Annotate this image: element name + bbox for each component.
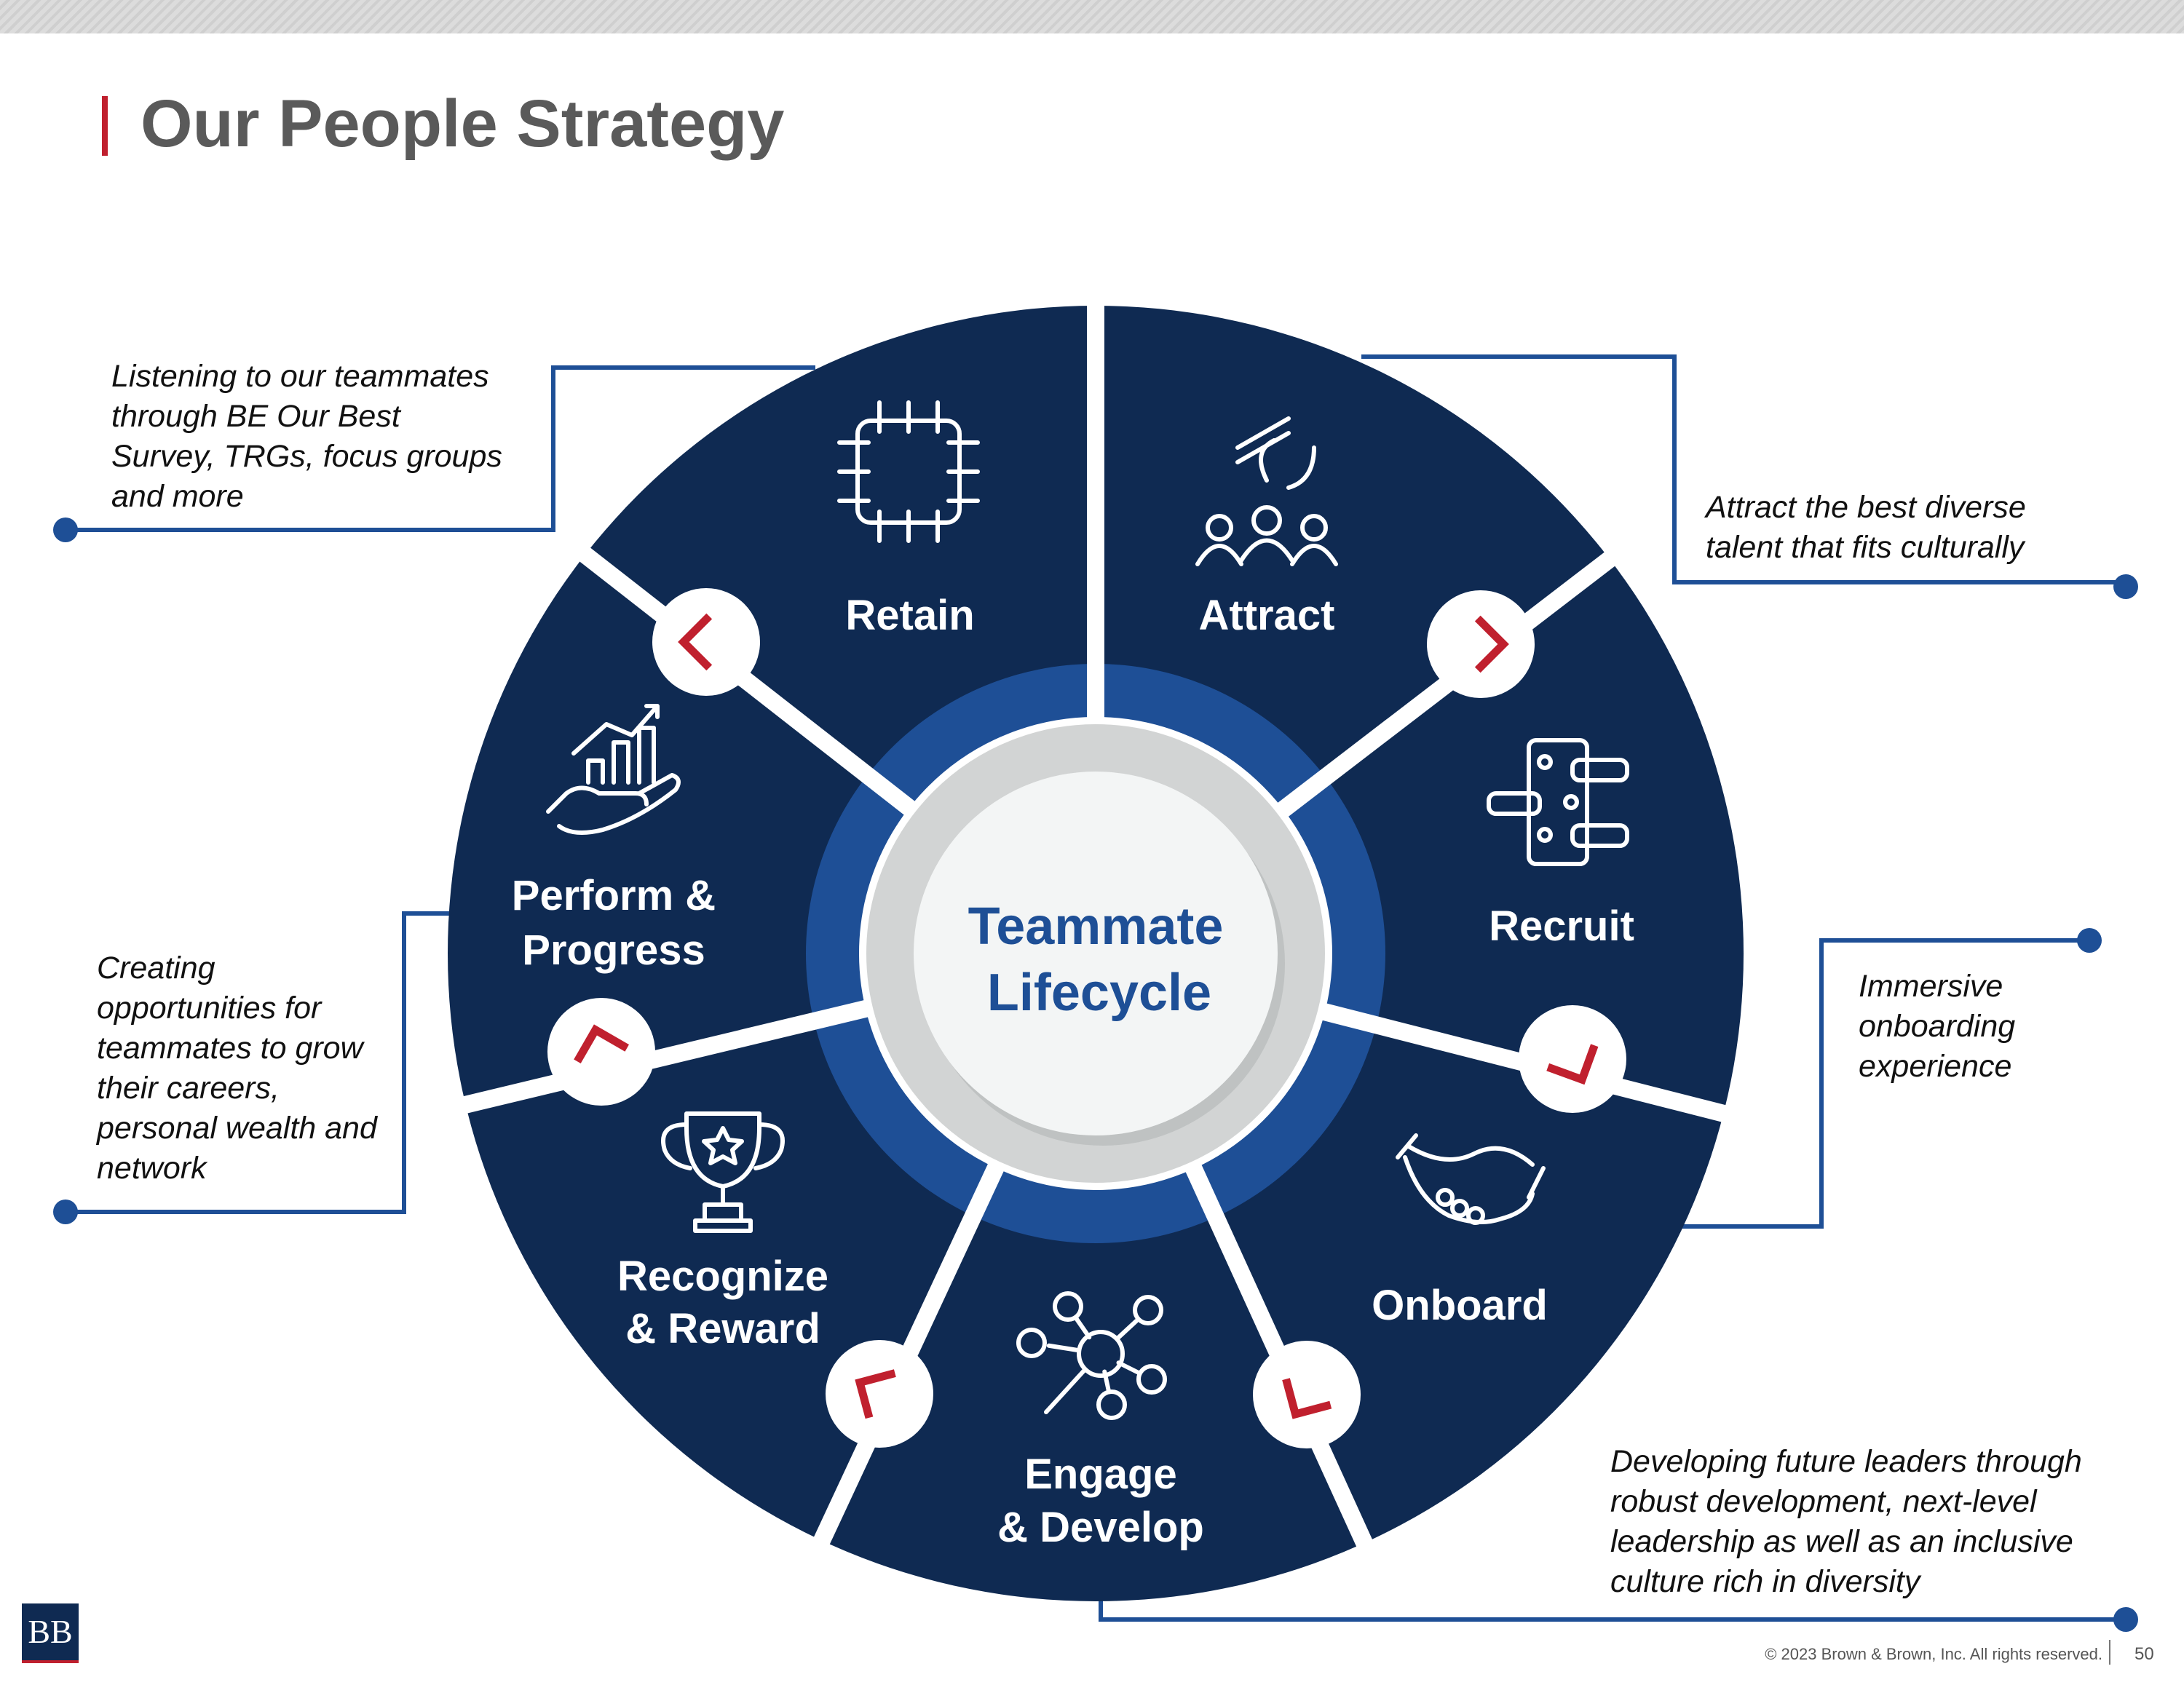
callout-develop-line: leadership as well as an inclusive — [1610, 1524, 2073, 1559]
connector-dot-develop — [2113, 1607, 2138, 1632]
logo-underline — [22, 1660, 79, 1663]
callout-connectors — [53, 354, 2138, 1632]
chevron-marker — [1253, 1341, 1361, 1448]
chevron-mark — [678, 613, 713, 671]
center-disc — [914, 772, 1278, 1135]
callout-develop-line: culture rich in diversity — [1610, 1564, 1920, 1599]
callout-retain-line: and more — [111, 479, 244, 514]
people-magnet-icon — [1195, 416, 1338, 566]
interview-chat-icon — [1487, 738, 1629, 866]
chevron-mark — [574, 1024, 629, 1063]
connector-line-attract — [1361, 354, 2126, 584]
callout-perform-line: their careers, — [97, 1071, 280, 1106]
segment-label: Onboard — [1372, 1282, 1548, 1329]
chevron-circle — [1519, 1005, 1626, 1113]
callout-attract-line: talent that fits culturally — [1706, 530, 2025, 565]
chevron-circle — [1427, 590, 1535, 698]
callout-perform-line: opportunities for — [97, 991, 322, 1026]
chevron-marker — [826, 1340, 933, 1448]
callout-perform-line: network — [97, 1151, 207, 1186]
chevron-marker — [547, 998, 655, 1106]
callout-develop-line: robust development, next-level — [1610, 1484, 2037, 1519]
top-decorative-band — [0, 0, 2184, 33]
callout-retain-line: Listening to our teammates — [111, 359, 489, 394]
callout-perform-line: Creating — [97, 951, 215, 986]
hands-together-icon — [837, 400, 980, 543]
callout-retain-line: Survey, TRGs, focus groups — [111, 439, 502, 474]
chevron-circle — [826, 1340, 933, 1448]
chevron-mark — [1474, 615, 1509, 673]
chevron-circle — [1253, 1341, 1361, 1448]
callout-retain-line: through BE Our Best — [111, 399, 400, 434]
segment-label: Engage — [1024, 1451, 1177, 1498]
callout-perform-line: teammates to grow — [97, 1031, 363, 1066]
callout-onboard: Immersive onboarding experience — [1859, 967, 2015, 1087]
connector-line-perform — [66, 911, 451, 1214]
callout-perform: Creating opportunities for teammates to … — [97, 948, 377, 1189]
connector-dot-retain — [53, 518, 78, 542]
chevron-circle — [547, 998, 655, 1106]
handshake-icon — [1396, 1133, 1546, 1225]
callout-onboard-line: onboarding — [1859, 1009, 2016, 1044]
page-number: 50 — [2134, 1644, 2154, 1664]
segment-label: Recruit — [1489, 903, 1634, 950]
network-search-icon — [1016, 1291, 1167, 1420]
segment-label: Retain — [845, 592, 974, 639]
center-label-line2: Lifecycle — [987, 964, 1211, 1022]
callout-retain: Listening to our teammates through BE Ou… — [111, 357, 502, 517]
callout-attract: Attract the best diverse talent that fit… — [1706, 488, 2026, 568]
chevron-circle — [652, 588, 760, 696]
footer-separator — [2109, 1640, 2110, 1665]
segment-label: Recognize — [617, 1253, 828, 1300]
segment-label: Perform & — [512, 872, 716, 919]
chevron-mark — [1546, 1044, 1599, 1085]
callout-develop: Developing future leaders through robust… — [1610, 1442, 2082, 1602]
page-title: Our People Strategy — [141, 87, 785, 161]
callout-attract-line: Attract the best diverse — [1706, 490, 2026, 525]
connector-line-retain — [66, 365, 815, 532]
trophy-icon — [661, 1111, 785, 1233]
connector-dot-perform — [53, 1200, 78, 1224]
chevron-marker — [1427, 590, 1535, 698]
chevron-markers — [547, 588, 1626, 1448]
connector-dot-attract — [2113, 574, 2138, 599]
segment-label: Progress — [522, 927, 705, 974]
segment-label: & Reward — [625, 1305, 820, 1352]
chevron-marker — [1519, 1005, 1626, 1113]
segment-label: & Develop — [997, 1504, 1204, 1551]
callout-onboard-line: Immersive — [1859, 969, 2003, 1004]
title-accent-bar — [102, 96, 108, 156]
company-logo: BB — [22, 1603, 79, 1660]
chevron-marker — [652, 588, 760, 696]
chevron-mark — [855, 1369, 896, 1419]
connector-dot-onboard — [2077, 928, 2102, 953]
callout-perform-line: personal wealth and — [97, 1111, 377, 1146]
segment-label: Attract — [1199, 592, 1335, 639]
growth-chart-hand-icon — [546, 704, 681, 835]
center-label-line1: Teammate — [968, 897, 1224, 956]
segment-icons — [546, 400, 1629, 1420]
copyright-footer: © 2023 Brown & Brown, Inc. All rights re… — [1765, 1645, 2102, 1663]
connector-line-onboard — [1674, 938, 2089, 1229]
callout-develop-line: Developing future leaders through — [1610, 1444, 2082, 1479]
chevron-mark — [1282, 1378, 1332, 1419]
callout-onboard-line: experience — [1859, 1049, 2012, 1084]
